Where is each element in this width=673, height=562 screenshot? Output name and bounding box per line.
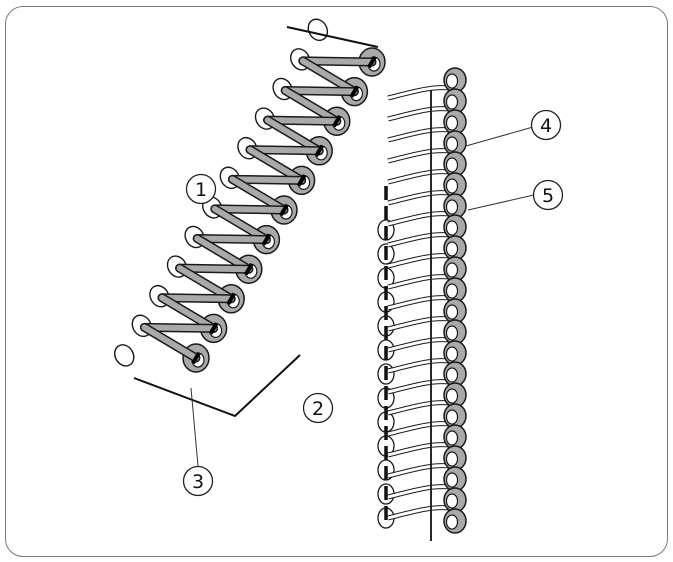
cross-thread — [159, 294, 217, 332]
needle-mark — [208, 322, 219, 335]
callout-label-1: 1 — [195, 179, 207, 201]
edge-loop-hole — [445, 157, 459, 173]
cross-thread — [299, 57, 358, 95]
needle-mark — [296, 174, 307, 187]
cross-thread — [229, 176, 287, 213]
edge-loop-hole — [445, 388, 459, 404]
edge-loop-hole — [445, 325, 459, 341]
edge-loop-hole — [445, 430, 459, 446]
callout-layer: 1 2 3 4 5 — [182, 109, 564, 497]
outer-loop — [114, 344, 135, 367]
needle-mark — [367, 55, 377, 69]
callout-3: 3 — [182, 465, 214, 497]
edge-loop-hole — [445, 451, 459, 467]
cross-thread — [247, 146, 305, 184]
needle-mark — [332, 115, 342, 128]
looper-thread — [387, 401, 450, 415]
callout-2: 2 — [302, 392, 334, 424]
looper-thread — [387, 380, 450, 394]
leader-line-4 — [465, 126, 534, 147]
edge-loop-hole — [445, 241, 459, 257]
edge-loop-hole — [445, 472, 459, 488]
edge-loop-hole — [445, 367, 459, 383]
looper-thread — [387, 233, 450, 247]
callout-label-2: 2 — [312, 398, 324, 420]
needle-mark — [279, 203, 289, 217]
looper-thread — [387, 338, 450, 352]
edge-loop-hole — [445, 199, 459, 215]
callout-1: 1 — [185, 173, 217, 205]
diagonal-thread — [282, 87, 358, 95]
looper-thread — [387, 170, 450, 184]
looper-thread — [387, 443, 450, 457]
looper-thread — [387, 254, 450, 268]
edge-loop-hole — [445, 514, 459, 530]
edge-loop-hole — [445, 409, 459, 425]
folded-overlock-seam — [114, 18, 386, 373]
looper-thread — [387, 296, 450, 310]
fabric-edges — [133, 26, 432, 541]
cross-thread — [176, 265, 235, 302]
looper-thread — [387, 485, 450, 499]
edge-loop-hole — [445, 262, 459, 278]
edge-loop-hole — [445, 493, 459, 509]
looper-thread — [387, 107, 450, 121]
looper-thread — [387, 422, 450, 436]
edge-loop-hole — [445, 346, 459, 362]
leader-line-5 — [467, 194, 535, 211]
diagonal-thread — [211, 205, 287, 213]
cross-thread — [282, 87, 340, 125]
diagonal-thread — [299, 57, 375, 65]
diagonal-thread — [141, 324, 217, 332]
looper-thread — [387, 128, 450, 142]
diagonal-thread — [264, 117, 340, 125]
vertical-overlock-seam — [377, 67, 467, 534]
cross-thread — [194, 235, 252, 273]
edge-loop-hole — [445, 136, 459, 152]
diagonal-thread — [176, 265, 252, 273]
leader-line-3 — [190, 387, 199, 467]
looper-thread — [387, 506, 450, 520]
looper-thread — [387, 317, 450, 331]
looper-thread — [387, 464, 450, 478]
fabric-edge-top — [286, 26, 379, 48]
needle-mark — [191, 351, 201, 365]
edge-loop-hole — [445, 94, 459, 110]
needle-mark — [349, 85, 360, 98]
fabric-edge-bottom — [133, 354, 301, 418]
looper-thread — [387, 191, 450, 205]
callout-label-5: 5 — [542, 185, 554, 207]
looper-thread — [387, 86, 450, 100]
callout-label-4: 4 — [540, 115, 552, 137]
outer-loop — [307, 18, 329, 42]
callout-5: 5 — [532, 179, 564, 211]
looper-thread — [387, 275, 450, 289]
edge-loop-hole — [445, 304, 459, 320]
needle-mark — [226, 292, 236, 305]
edge-loop-hole — [445, 73, 459, 89]
looper-thread — [387, 212, 450, 226]
edge-loop-hole — [445, 283, 459, 299]
edge-loop-hole — [445, 115, 459, 131]
diagram-frame — [5, 6, 668, 557]
looper-thread — [387, 359, 450, 373]
needle-mark — [314, 144, 324, 157]
edge-loop-hole — [445, 178, 459, 194]
edge-loop-hole — [445, 220, 459, 236]
callout-label-3: 3 — [192, 471, 204, 493]
diagonal-thread — [229, 176, 305, 184]
needle-mark — [261, 233, 272, 246]
diagonal-thread — [247, 146, 323, 154]
looper-thread — [387, 149, 450, 163]
cross-thread — [211, 205, 270, 243]
cross-thread — [264, 117, 323, 154]
needle-mark — [244, 263, 254, 276]
callout-4: 4 — [530, 109, 562, 141]
diagonal-thread — [159, 294, 235, 302]
diagonal-thread — [194, 235, 270, 243]
cross-thread — [141, 324, 199, 361]
